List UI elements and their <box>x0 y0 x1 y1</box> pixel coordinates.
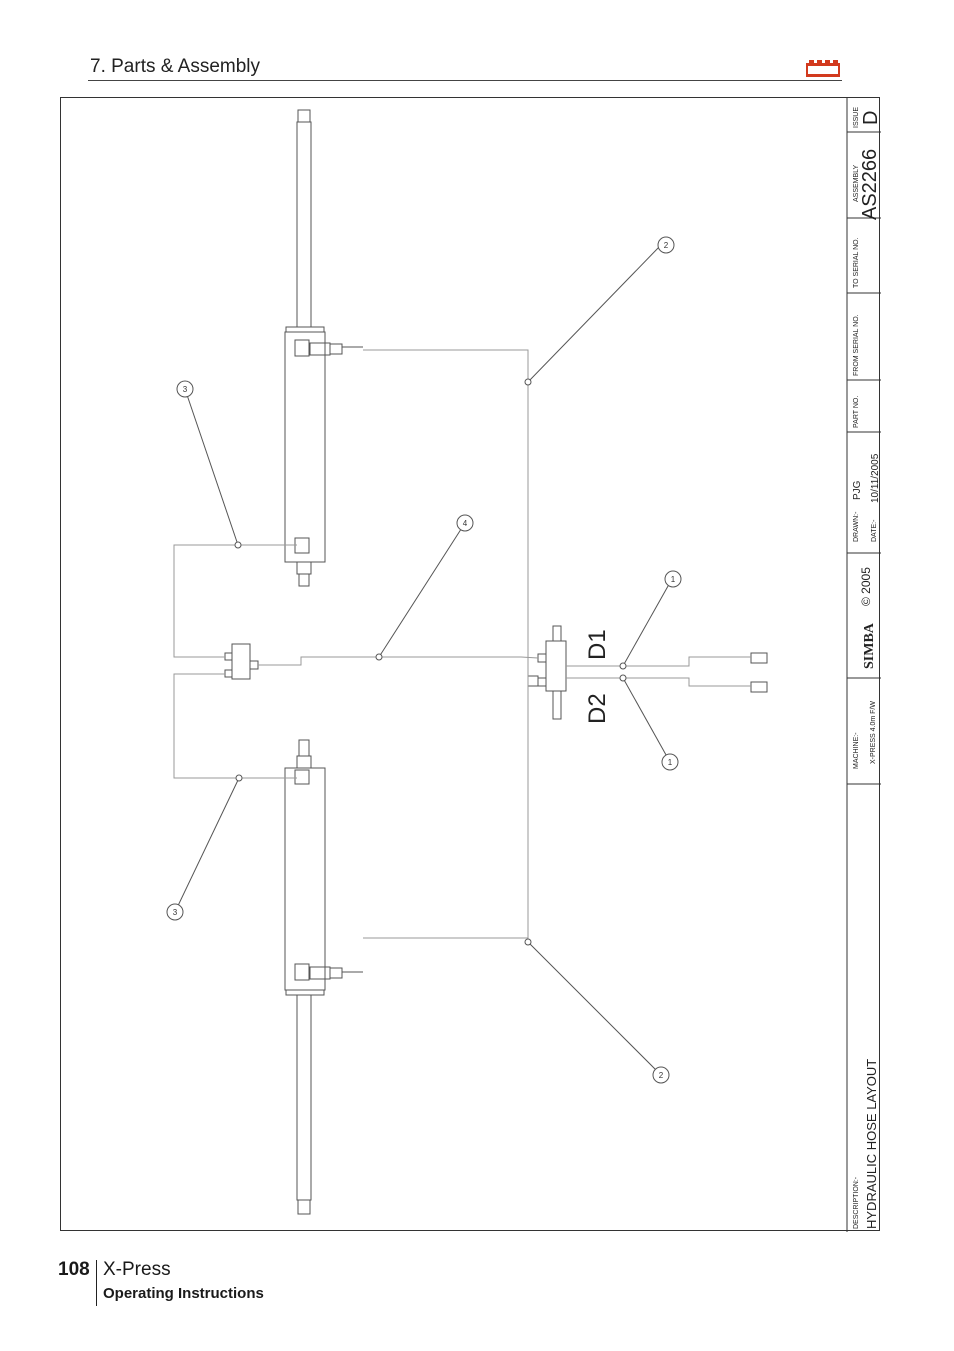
section-title: 7. Parts & Assembly <box>90 56 261 77</box>
coupler-d1 <box>750 652 768 664</box>
issue-label: ISSUE <box>853 107 860 128</box>
valve-block <box>527 625 567 720</box>
svg-text:3: 3 <box>183 385 188 394</box>
machine-label: MACHINE:- <box>853 732 860 769</box>
issue-value: D <box>860 111 881 125</box>
drawn-label: DRAWN:- <box>853 511 860 542</box>
page-number: 108 <box>58 1259 90 1280</box>
footer-divider <box>96 1260 97 1306</box>
coupler-d2 <box>750 681 768 693</box>
svg-text:3: 3 <box>173 908 178 917</box>
hose-3-lower <box>173 673 297 779</box>
callout-2-upper: 2 <box>657 236 675 254</box>
callout-1-lower: 1 <box>661 753 679 771</box>
callout-2-lower: 2 <box>652 1066 670 1084</box>
document-subtitle: Operating Instructions <box>103 1285 264 1302</box>
date-label: DATE:- <box>871 519 878 542</box>
part-no-label: PART NO. <box>853 396 860 428</box>
label-d1: D1 <box>584 629 611 660</box>
drawing-sheet: 2 2 3 3 4 1 1 D1 D2 <box>60 97 881 1232</box>
leaders <box>174 244 673 1076</box>
callout-balloons: 2 2 3 3 4 1 1 <box>166 236 682 1084</box>
copyright-text: © 2005 <box>859 567 873 606</box>
hose-2 <box>363 349 529 939</box>
hose-1-d1 <box>566 656 751 667</box>
to-serial-label: TO SERIAL NO. <box>853 237 860 288</box>
svg-text:1: 1 <box>671 575 676 584</box>
label-d2: D2 <box>584 693 611 724</box>
callout-1-upper: 1 <box>664 570 682 588</box>
description-value: HYDRAULIC HOSE LAYOUT <box>864 1059 879 1229</box>
assembly-number: AS2266 <box>859 149 881 220</box>
svg-text:4: 4 <box>463 519 468 528</box>
drawn-value: PJG <box>852 480 863 500</box>
header-rule <box>88 80 842 81</box>
assembly-label: ASSEMBLY <box>853 164 860 202</box>
hose-1-d2 <box>566 677 751 687</box>
callout-4: 4 <box>456 514 474 532</box>
description-label: DESCRIPTION:- <box>853 1176 860 1229</box>
hose-3-upper <box>173 544 297 658</box>
product-name: X-Press <box>103 1259 171 1280</box>
hydraulic-hose-layout-drawing: 2 2 3 3 4 1 1 D1 D2 <box>166 98 881 1232</box>
title-block: ISSUE D ASSEMBLY AS2266 TO SERIAL NO. FR… <box>846 98 881 1232</box>
upper-ram-cylinder <box>284 109 363 587</box>
lower-ram-cylinder <box>284 739 363 1215</box>
components <box>224 109 768 1215</box>
svg-text:1: 1 <box>668 758 673 767</box>
hoses <box>173 349 751 939</box>
machine-value: X-PRESS 4.0m F/W <box>870 701 877 764</box>
from-serial-label: FROM SERIAL NO. <box>853 314 860 376</box>
simba-title-logo: SIMBA <box>862 622 877 669</box>
simba-logo <box>806 60 840 77</box>
date-value: 10/11/2005 <box>870 453 881 503</box>
svg-text:2: 2 <box>659 1071 664 1080</box>
hose-4 <box>258 656 539 666</box>
callout-3-lower: 3 <box>166 903 184 921</box>
callout-3-upper: 3 <box>176 380 194 398</box>
svg-text:2: 2 <box>664 241 669 250</box>
tee-block <box>224 643 259 680</box>
